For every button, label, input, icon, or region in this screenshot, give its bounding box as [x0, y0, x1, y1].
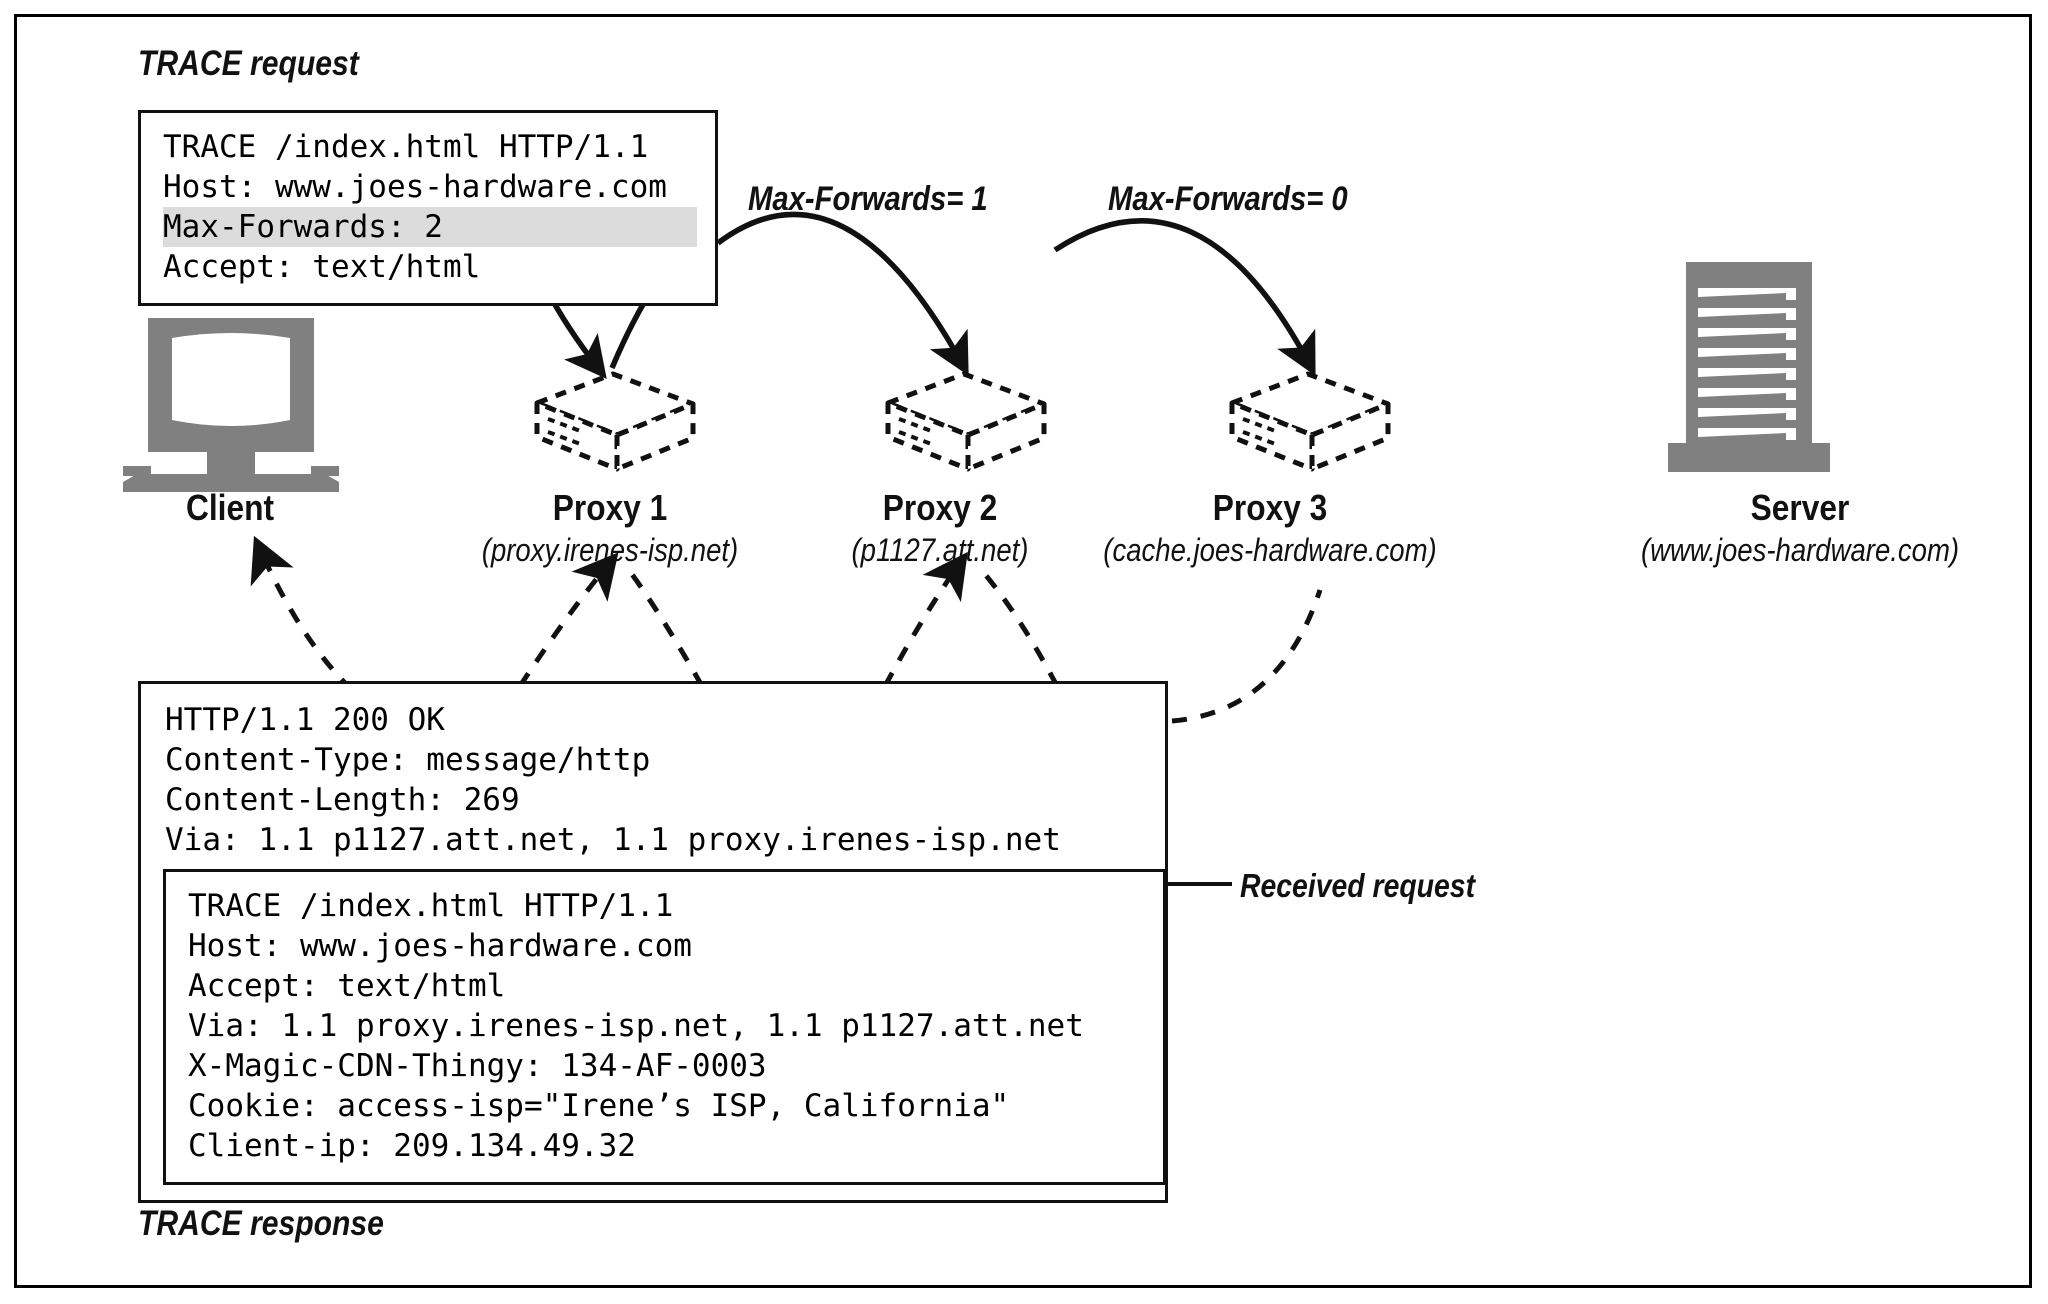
- trace-response-caption: TRACE response: [138, 1204, 384, 1243]
- received-request-caption: Received request: [1240, 867, 1476, 904]
- max-forwards-hop1-label: Max-Forwards= 1: [748, 180, 988, 218]
- node-title-proxy3: Proxy 3: [1212, 487, 1328, 528]
- request-line: TRACE /index.html HTTP/1.1: [163, 129, 649, 165]
- response-line: Via: 1.1 p1127.att.net, 1.1 proxy.irenes…: [165, 822, 1061, 858]
- node-subtitle-proxy3: (cache.joes-hardware.com): [1103, 532, 1437, 568]
- received-line: Accept: text/html: [188, 968, 506, 1004]
- trace-response-box: HTTP/1.1 200 OK Content-Type: message/ht…: [138, 681, 1168, 1203]
- node-title-server: Server: [1750, 487, 1850, 528]
- node-title-proxy1: Proxy 1: [552, 487, 668, 528]
- received-line: Host: www.joes-hardware.com: [188, 928, 692, 964]
- response-line: Content-Type: message/http: [165, 742, 651, 778]
- node-subtitle-server: (www.joes-hardware.com): [1640, 532, 1960, 568]
- node-title-proxy2: Proxy 2: [882, 487, 998, 528]
- response-line: HTTP/1.1 200 OK: [165, 702, 445, 738]
- request-line-max-forwards: Max-Forwards: 2: [163, 207, 697, 247]
- trace-request-box: TRACE /index.html HTTP/1.1 Host: www.joe…: [138, 110, 718, 306]
- received-line: TRACE /index.html HTTP/1.1: [188, 888, 674, 924]
- response-line: Content-Length: 269: [165, 782, 520, 818]
- trace-request-caption: TRACE request: [138, 44, 359, 83]
- received-line: Client-ip: 209.134.49.32: [188, 1128, 636, 1164]
- max-forwards-hop2-label: Max-Forwards= 0: [1108, 180, 1348, 218]
- received-line: X-Magic-CDN-Thingy: 134-AF-0003: [188, 1048, 767, 1084]
- request-line: Host: www.joes-hardware.com: [163, 169, 667, 205]
- node-label-server: Server (www.joes-hardware.com): [1540, 487, 2048, 571]
- figure-border: [14, 14, 2032, 1288]
- node-subtitle-proxy1: (proxy.irenes-isp.net): [481, 532, 739, 568]
- received-line: Via: 1.1 proxy.irenes-isp.net, 1.1 p1127…: [188, 1008, 1084, 1044]
- received-request-box: TRACE /index.html HTTP/1.1 Host: www.joe…: [163, 869, 1166, 1185]
- node-label-proxy3: Proxy 3 (cache.joes-hardware.com): [1010, 487, 1530, 571]
- node-title-client: Client: [185, 487, 274, 528]
- received-line: Cookie: access-isp="Irene’s ISP, Califor…: [188, 1088, 1010, 1124]
- node-label-client: Client: [80, 487, 380, 529]
- request-line: Accept: text/html: [163, 249, 481, 285]
